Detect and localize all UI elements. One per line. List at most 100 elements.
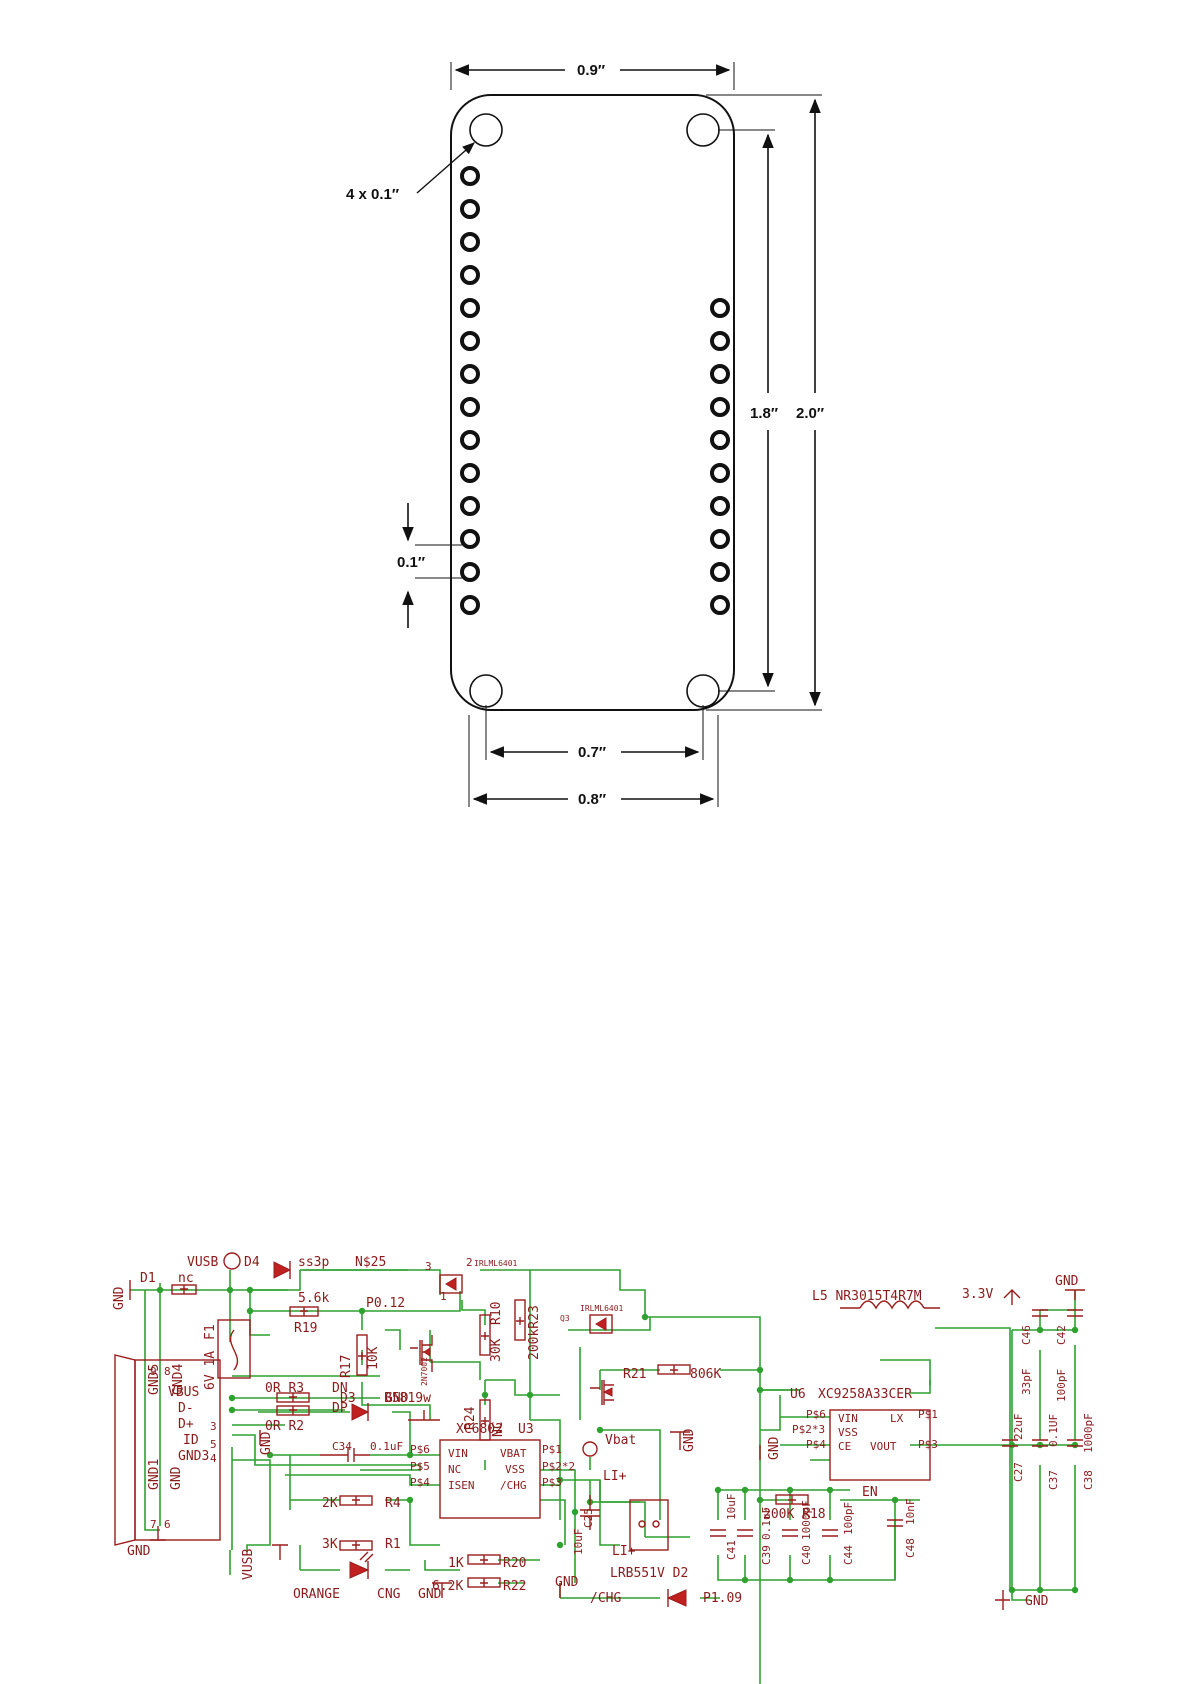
wire-junction [228,1406,236,1414]
label-gnd2: GND [169,1466,184,1490]
mounting-hole-bl [469,674,503,708]
label-l5: L5 NR3015T4R7M [812,1289,922,1304]
wire-junction [556,1476,564,1484]
label-u3-ps4: P$4 [410,1476,430,1489]
label-r22-value: 6.2K [432,1579,463,1594]
header-pin [460,496,480,516]
label-orange: ORANGE [293,1587,340,1602]
label-c42: C42 [1055,1325,1068,1345]
xc9258-chip [829,1409,931,1481]
label-gnd5: GND5 [147,1364,162,1395]
label-p012: P0.12 [366,1296,405,1311]
wire-junction [481,1391,489,1399]
header-pin [460,529,480,549]
label-c38: C38 [1082,1470,1095,1490]
header-pin [710,430,730,450]
wire-junction [358,1307,366,1315]
label-xc6802: XC6802 [456,1422,503,1437]
q3-mosfet-icon [595,1317,607,1331]
label-u6-vout: VOUT [870,1440,897,1453]
q-2n7002-mosfet-icon [410,1335,433,1372]
label-li-plus: LI+ [603,1469,627,1484]
label-c48: C48 [904,1538,917,1558]
header-pin [710,562,730,582]
label-r10-value: 30K [489,1338,504,1362]
label-q1-pin1: 1 [440,1290,447,1303]
wire-junction [596,1426,604,1434]
header-pin [460,265,480,285]
schematic: GND D1 nc VUSB D4 ss3p N$25 3 2 1 IRLML6… [112,1252,1095,1684]
header-pin [710,298,730,318]
label-dn: DN [332,1381,348,1396]
label-r18: 200K R18 [763,1507,826,1522]
wire-junction [756,1496,764,1504]
label-d1: D1 [140,1271,156,1286]
label-r20-value: 1K [448,1556,464,1571]
label-d3: D3 [340,1391,356,1406]
label-pin9: 9 [150,1365,157,1378]
label-f1: F1 [203,1324,218,1340]
label-10uf: 10uF [725,1494,738,1521]
label-gnd-r22: GND [418,1587,442,1602]
label-10nf: 10nF [904,1499,917,1526]
label-u3-vin: VIN [448,1447,468,1460]
label-u3-ps3: P$3 [542,1476,562,1489]
wire-junction [714,1486,722,1494]
header-pin [460,331,480,351]
label-chg-net: /CHG [590,1591,621,1606]
wire-junction [556,1541,564,1549]
label-pin4: 4 [210,1452,217,1465]
label-gnd-left: GND [259,1431,274,1455]
wire-junction [571,1508,579,1516]
header-pins-left [460,166,480,615]
label-3v3: 3.3V [962,1287,993,1302]
label-c41: C41 [725,1540,738,1560]
wire-junction [826,1486,834,1494]
label-gnd3: GND3 [178,1449,209,1464]
vbat-testpoint [582,1441,598,1457]
wire-junction [156,1286,164,1294]
label-r1-value: 3K [322,1537,338,1552]
label-vusb-vertical: VUSB [241,1549,256,1580]
label-n25: N$25 [355,1255,386,1270]
label-pin8: 8 [164,1365,171,1378]
label-gnd-bottomright: GND [1025,1594,1049,1609]
header-pin [460,199,480,219]
label-r21-value: 806K [690,1367,721,1382]
label-u3: U3 [518,1422,534,1437]
label-01uf-b: 0.1uF [760,1507,773,1540]
wire-junction [406,1451,414,1459]
wire-junction [246,1307,254,1315]
label-c37: C37 [1047,1470,1060,1490]
wire-junction [741,1576,749,1584]
label-u6-ps2: P$2*3 [792,1423,825,1436]
dim-width-bottom: 0.8″ [578,791,606,808]
wire-junction [1036,1326,1044,1334]
wire-junction [1071,1441,1079,1449]
label-r21: R21 [623,1367,646,1382]
label-01uf: 0.1UF [1047,1414,1060,1447]
usb-connector [114,1354,136,1546]
label-u6-ps6: P$6 [806,1408,826,1421]
board-outline [450,94,735,711]
label-r2: 0R R2 [265,1419,304,1434]
wire-junction [1008,1586,1016,1594]
label-q2n7002: 2N7002 [420,1357,429,1386]
label-r20: R20 [503,1556,526,1571]
label-dplus: D+ [178,1417,194,1432]
label-c25-value: 10uF [572,1529,585,1556]
label-r24-value: NC [491,1421,506,1437]
label-1000pf: 1000pF [1082,1413,1095,1453]
label-r19-value: 5.6k [298,1291,329,1306]
label-c34-value: 0.1uF [370,1440,403,1453]
label-q1-pin2: 2 [466,1256,473,1269]
label-q1-pin3: 3 [425,1260,432,1273]
header-pin [710,331,730,351]
xc6802-chip [439,1439,541,1519]
label-en: EN [862,1485,878,1500]
mounting-hole-tl [469,113,503,147]
wire-junction [741,1486,749,1494]
label-r17-value: 10K [366,1346,381,1370]
label-u6-ps4: P$4 [806,1438,826,1451]
